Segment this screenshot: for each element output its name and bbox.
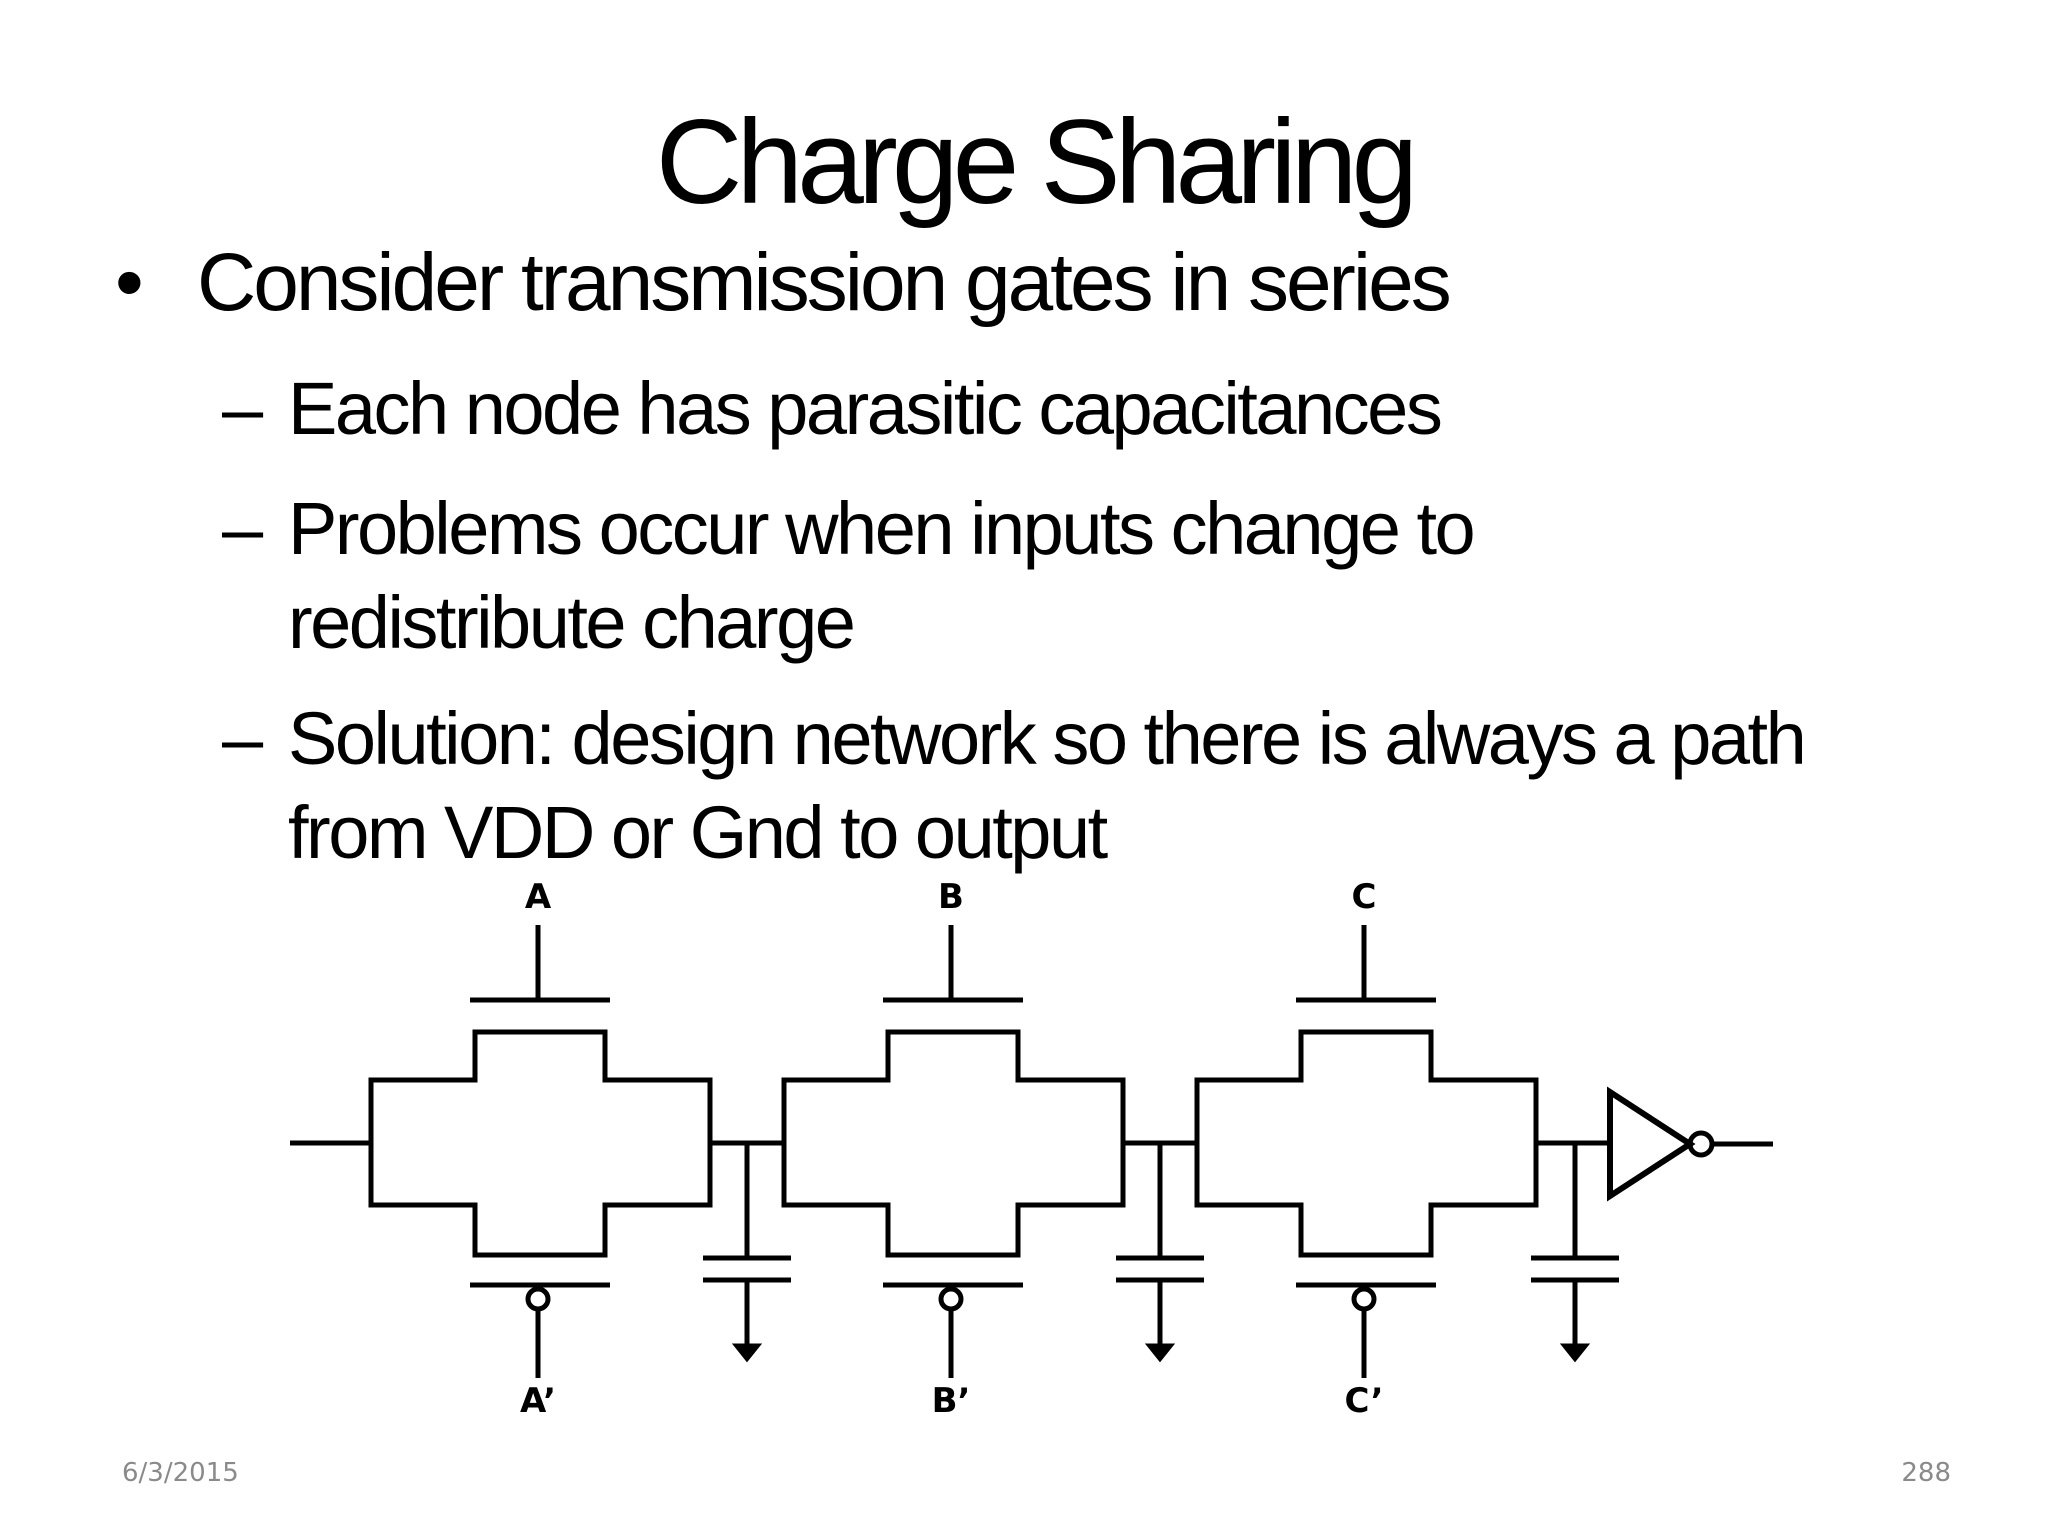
sub-dash: – <box>222 367 264 450</box>
sub-item-text: Each node has parasitic capacitances <box>288 367 1443 450</box>
sub-item-text: Problems occur when inputs change to <box>288 487 1476 570</box>
gate-label-b: B <box>938 877 964 917</box>
sub-item-text-continued: from VDD or Gnd to output <box>288 791 1108 874</box>
sub-item-text: Solution: design network so there is alw… <box>288 697 1807 780</box>
ground-icon <box>1559 1343 1591 1363</box>
gate-label-b-prime: B’ <box>932 1381 971 1421</box>
sub-item-problems: –Problems occur when inputs change to red… <box>222 482 1476 670</box>
gate-body <box>1194 1029 1539 1258</box>
bullet-dot: • <box>115 237 144 328</box>
gate-label-a: A <box>525 877 552 917</box>
node-capacitor-1 <box>703 1143 791 1363</box>
gate-body <box>781 1029 1126 1258</box>
gate-body <box>368 1029 713 1258</box>
footer-page-number: 288 <box>1901 1458 1951 1488</box>
inversion-bubble <box>525 1286 551 1312</box>
transmission-gate-b <box>781 925 1126 1378</box>
inversion-bubble <box>938 1286 964 1312</box>
transmission-gate-c <box>1194 925 1539 1378</box>
sub-dash: – <box>222 697 264 780</box>
footer-date: 6/3/2015 <box>122 1458 239 1488</box>
gate-label-c: C <box>1352 877 1377 917</box>
sub-item-text-continued: redistribute charge <box>288 581 856 664</box>
node-capacitor-3 <box>1531 1143 1619 1363</box>
sub-item-parasitic: –Each node has parasitic capacitances <box>222 362 1443 456</box>
ground-icon <box>1144 1343 1176 1363</box>
bullet-main-text: Consider transmission gates in series <box>197 237 1452 328</box>
gate-label-c-prime: C’ <box>1344 1381 1383 1421</box>
sub-item-solution: –Solution: design network so there is al… <box>222 692 1807 880</box>
transmission-gate-a <box>368 925 713 1378</box>
bullet-main: • Consider transmission gates in series <box>115 237 1452 328</box>
ground-icon <box>731 1343 763 1363</box>
gate-label-a-prime: A’ <box>520 1381 556 1421</box>
sub-dash: – <box>222 487 264 570</box>
inversion-bubble <box>1351 1286 1377 1312</box>
node-capacitor-2 <box>1116 1143 1204 1363</box>
output-inverter <box>1607 1086 1715 1202</box>
slide-title: Charge Sharing <box>655 95 1419 229</box>
inverter-triangle <box>1607 1086 1696 1202</box>
